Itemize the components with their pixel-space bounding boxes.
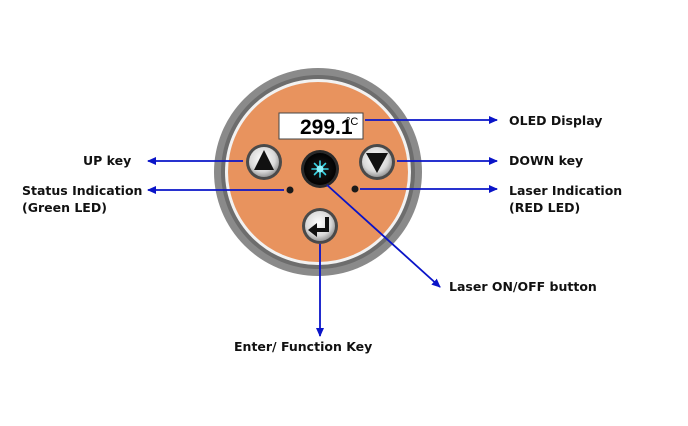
label-laser-indication: Laser Indication (RED LED) [509,182,622,216]
enter-key[interactable] [302,208,338,244]
label-laser-button: Laser ON/OFF button [449,279,597,294]
label-laser-line1: Laser Indication [509,183,623,198]
oled-display: 299.1 °C [278,112,364,140]
label-up-key: UP key [83,153,132,168]
down-key[interactable] [359,144,395,180]
label-status-indication: Status Indication (Green LED) [22,182,142,216]
laser-button[interactable] [301,150,339,188]
up-key[interactable] [246,144,282,180]
label-down-key: DOWN key [509,153,584,168]
label-status-line1: Status Indication [22,183,143,198]
enter-return-arrow-icon [308,217,329,237]
label-oled-display: OLED Display [509,113,603,128]
arrow-laser-button [326,184,441,288]
leader-arrows [147,116,498,337]
laser-led [351,185,359,193]
triangle-up-icon [254,150,274,170]
display-unit: °C [346,116,358,128]
label-laser-line2: (RED LED) [509,200,581,215]
label-enter-key: Enter/ Function Key [234,339,373,354]
label-status-line2: (Green LED) [22,200,107,215]
triangle-down-icon [366,153,388,173]
display-reading: 299.1 [300,116,353,139]
status-led [286,186,294,194]
